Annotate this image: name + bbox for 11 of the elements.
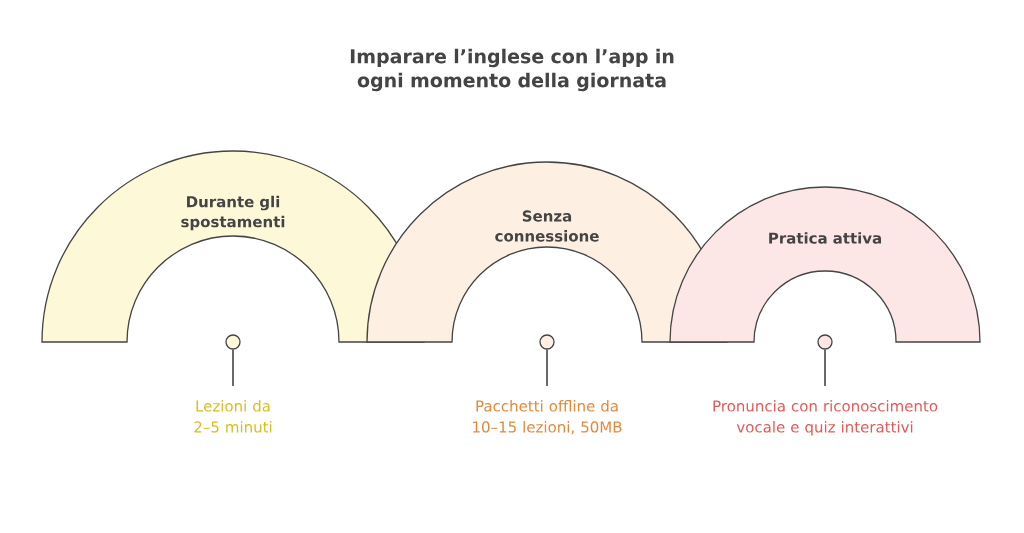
description-text: Pacchetti offline da 10–15 lezioni, 50MB xyxy=(473,400,622,435)
leader-line xyxy=(232,348,234,387)
leader-line xyxy=(546,348,548,387)
leader-line xyxy=(824,348,826,387)
description-text: Lezioni da 2–5 minuti xyxy=(194,400,272,433)
pin-marker xyxy=(539,334,555,350)
arch-band: Pratica attiva xyxy=(669,186,981,343)
pin-marker xyxy=(225,334,241,350)
description-text: Pronuncia con riconoscimento vocale e quiz interattivi xyxy=(713,400,938,436)
pin-marker xyxy=(817,334,833,350)
title: Imparare l’inglese con l’app in ogni momento della giornata xyxy=(350,48,674,92)
